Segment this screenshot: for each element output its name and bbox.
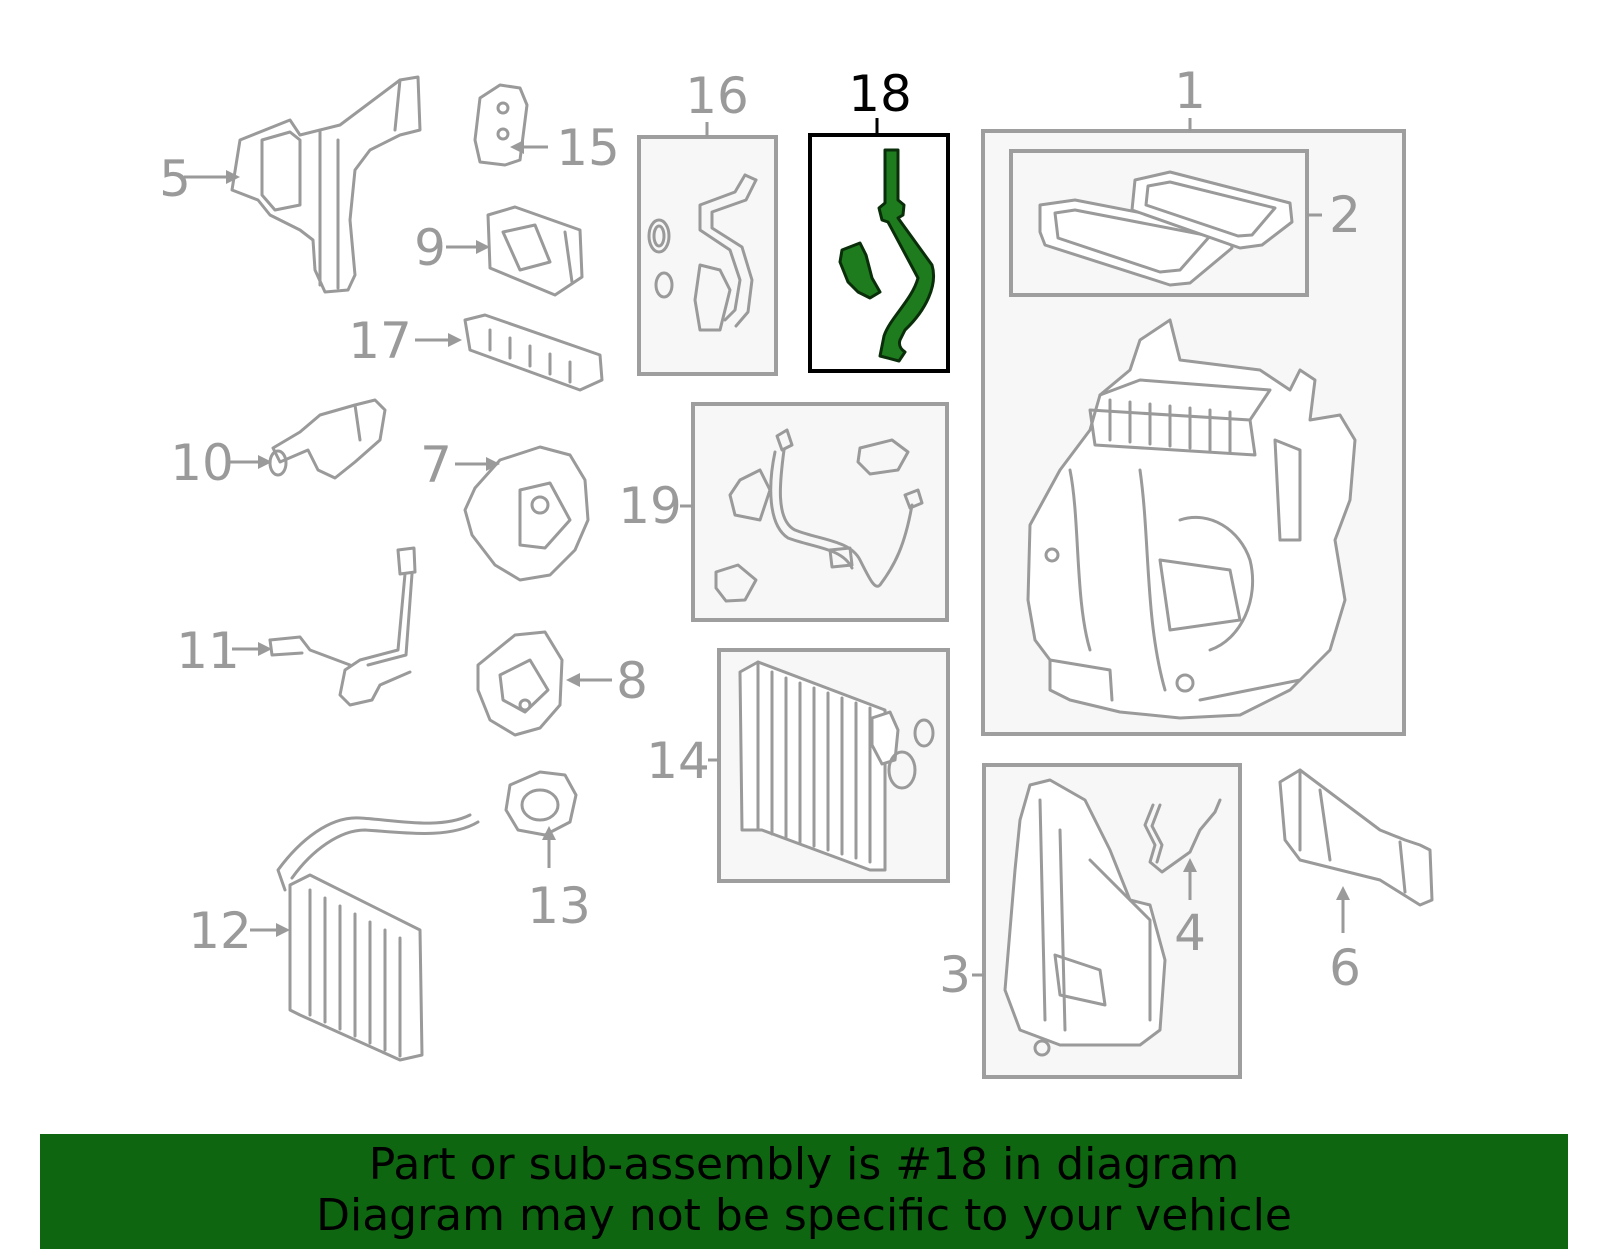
group-box-19 <box>691 402 949 622</box>
part-15-sensor <box>473 83 529 167</box>
callout-15[interactable]: 15 <box>556 119 620 177</box>
callout-5[interactable]: 5 <box>159 150 191 208</box>
callout-8[interactable]: 8 <box>616 652 648 710</box>
part-19-wire-harness <box>714 428 924 603</box>
callout-2[interactable]: 2 <box>1329 186 1361 244</box>
callout-11[interactable]: 11 <box>176 622 240 680</box>
part-16-pipe-assembly <box>647 173 758 332</box>
callout-18[interactable]: 18 <box>848 65 912 123</box>
group-box-18[interactable] <box>808 133 950 373</box>
callout-19[interactable]: 19 <box>618 477 682 535</box>
part-10-valve <box>268 398 387 480</box>
callout-1[interactable]: 1 <box>1174 62 1206 120</box>
callout-10[interactable]: 10 <box>170 434 234 492</box>
banner-line-1: Part or sub-assembly is #18 in diagram <box>368 1139 1240 1190</box>
callout-3[interactable]: 3 <box>939 946 971 1004</box>
callout-6[interactable]: 6 <box>1329 939 1361 997</box>
part-4-wire <box>1143 798 1222 874</box>
part-13-grommet <box>504 770 578 837</box>
part-12-heater-core <box>276 813 480 1062</box>
part-3-lower-case <box>1003 778 1167 1057</box>
part-14-evaporator <box>738 660 935 872</box>
info-banner: Part or sub-assembly is #18 in diagram D… <box>40 1134 1568 1249</box>
banner-line-2: Diagram may not be specific to your vehi… <box>316 1190 1292 1241</box>
callout-9[interactable]: 9 <box>414 219 446 277</box>
part-9-resistor <box>486 205 584 297</box>
part-6-bracket <box>1278 768 1434 907</box>
callout-14[interactable]: 14 <box>646 732 710 790</box>
part-17-grille <box>463 313 604 392</box>
part-8-actuator <box>476 630 564 737</box>
part-11-sensor-wire <box>268 546 417 707</box>
group-box-16 <box>637 135 778 376</box>
callout-4[interactable]: 4 <box>1174 904 1206 962</box>
callout-7[interactable]: 7 <box>420 436 452 494</box>
part-18-drain-hose[interactable] <box>838 148 935 363</box>
callout-12[interactable]: 12 <box>188 902 252 960</box>
callout-17[interactable]: 17 <box>348 312 412 370</box>
part-7-blower-motor <box>463 445 590 582</box>
callout-16[interactable]: 16 <box>685 67 749 125</box>
callout-13[interactable]: 13 <box>527 877 591 935</box>
part-1-hvac-housing <box>1026 318 1357 720</box>
part-2-filter-frames <box>1038 170 1294 287</box>
part-5-duct <box>230 75 422 294</box>
leader-arrows <box>184 140 1350 937</box>
